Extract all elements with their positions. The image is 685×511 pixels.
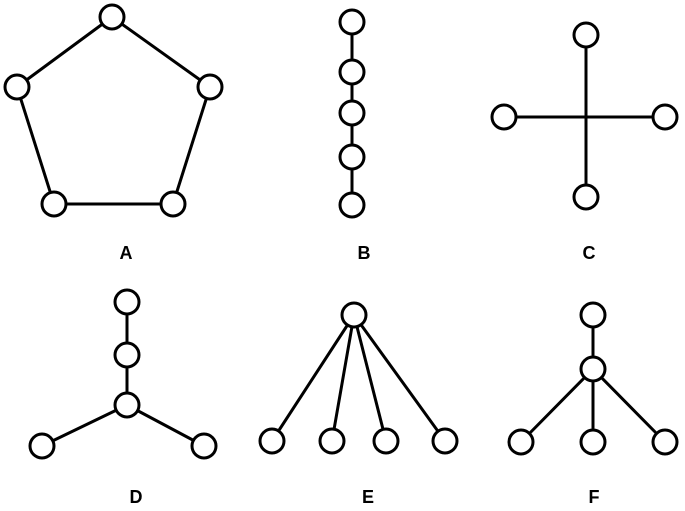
edge-e-1: [270, 313, 356, 443]
graph-e-label: E: [362, 487, 374, 507]
edge-a-4: [15, 85, 56, 206]
node-f-center: [579, 355, 607, 383]
node-e-hub: [340, 301, 368, 329]
graph-e: E: [258, 301, 459, 507]
graph-d: D: [28, 288, 218, 507]
graph-c: C: [490, 21, 679, 263]
graph-f: F: [507, 301, 679, 507]
edge-a-2: [171, 85, 212, 206]
graph-d-label: D: [130, 487, 143, 507]
node-d-1: [113, 288, 141, 316]
node-c-bottom: [572, 183, 600, 211]
node-d-left: [28, 432, 56, 460]
node-e-3: [372, 427, 400, 455]
edge-a-5: [15, 15, 114, 89]
node-a-3: [159, 190, 187, 218]
node-b-5: [338, 191, 366, 219]
edge-f-4: [591, 367, 667, 444]
graph-c-label: C: [583, 243, 596, 263]
node-b-3: [338, 99, 366, 127]
node-d-center: [113, 391, 141, 419]
node-d-right: [190, 432, 218, 460]
graph-b-label: B: [358, 243, 371, 263]
node-f-middle: [579, 428, 607, 456]
graph-a-label: A: [120, 243, 133, 263]
edge-f-2: [519, 367, 595, 444]
node-b-1: [338, 8, 366, 36]
node-f-right: [651, 428, 679, 456]
graph-f-label: F: [589, 487, 600, 507]
node-a-2: [196, 73, 224, 101]
node-f-top: [579, 301, 607, 329]
node-f-left: [507, 428, 535, 456]
node-e-2: [318, 427, 346, 455]
edge-e-3: [352, 313, 388, 443]
node-b-2: [338, 58, 366, 86]
edge-d-3: [40, 403, 129, 448]
node-a-1: [98, 3, 126, 31]
node-a-5: [3, 73, 31, 101]
node-a-4: [40, 190, 68, 218]
node-e-4: [431, 427, 459, 455]
edge-a-1: [110, 15, 212, 89]
node-b-4: [338, 143, 366, 171]
node-c-top: [572, 21, 600, 49]
node-c-left: [490, 103, 518, 131]
edge-d-4: [125, 403, 206, 448]
graph-b: B: [338, 8, 371, 263]
graph-a: A: [3, 3, 224, 263]
node-e-1: [258, 427, 286, 455]
node-c-right: [651, 103, 679, 131]
edge-e-2: [330, 313, 356, 443]
edge-e-4: [352, 313, 447, 443]
node-d-2: [113, 341, 141, 369]
